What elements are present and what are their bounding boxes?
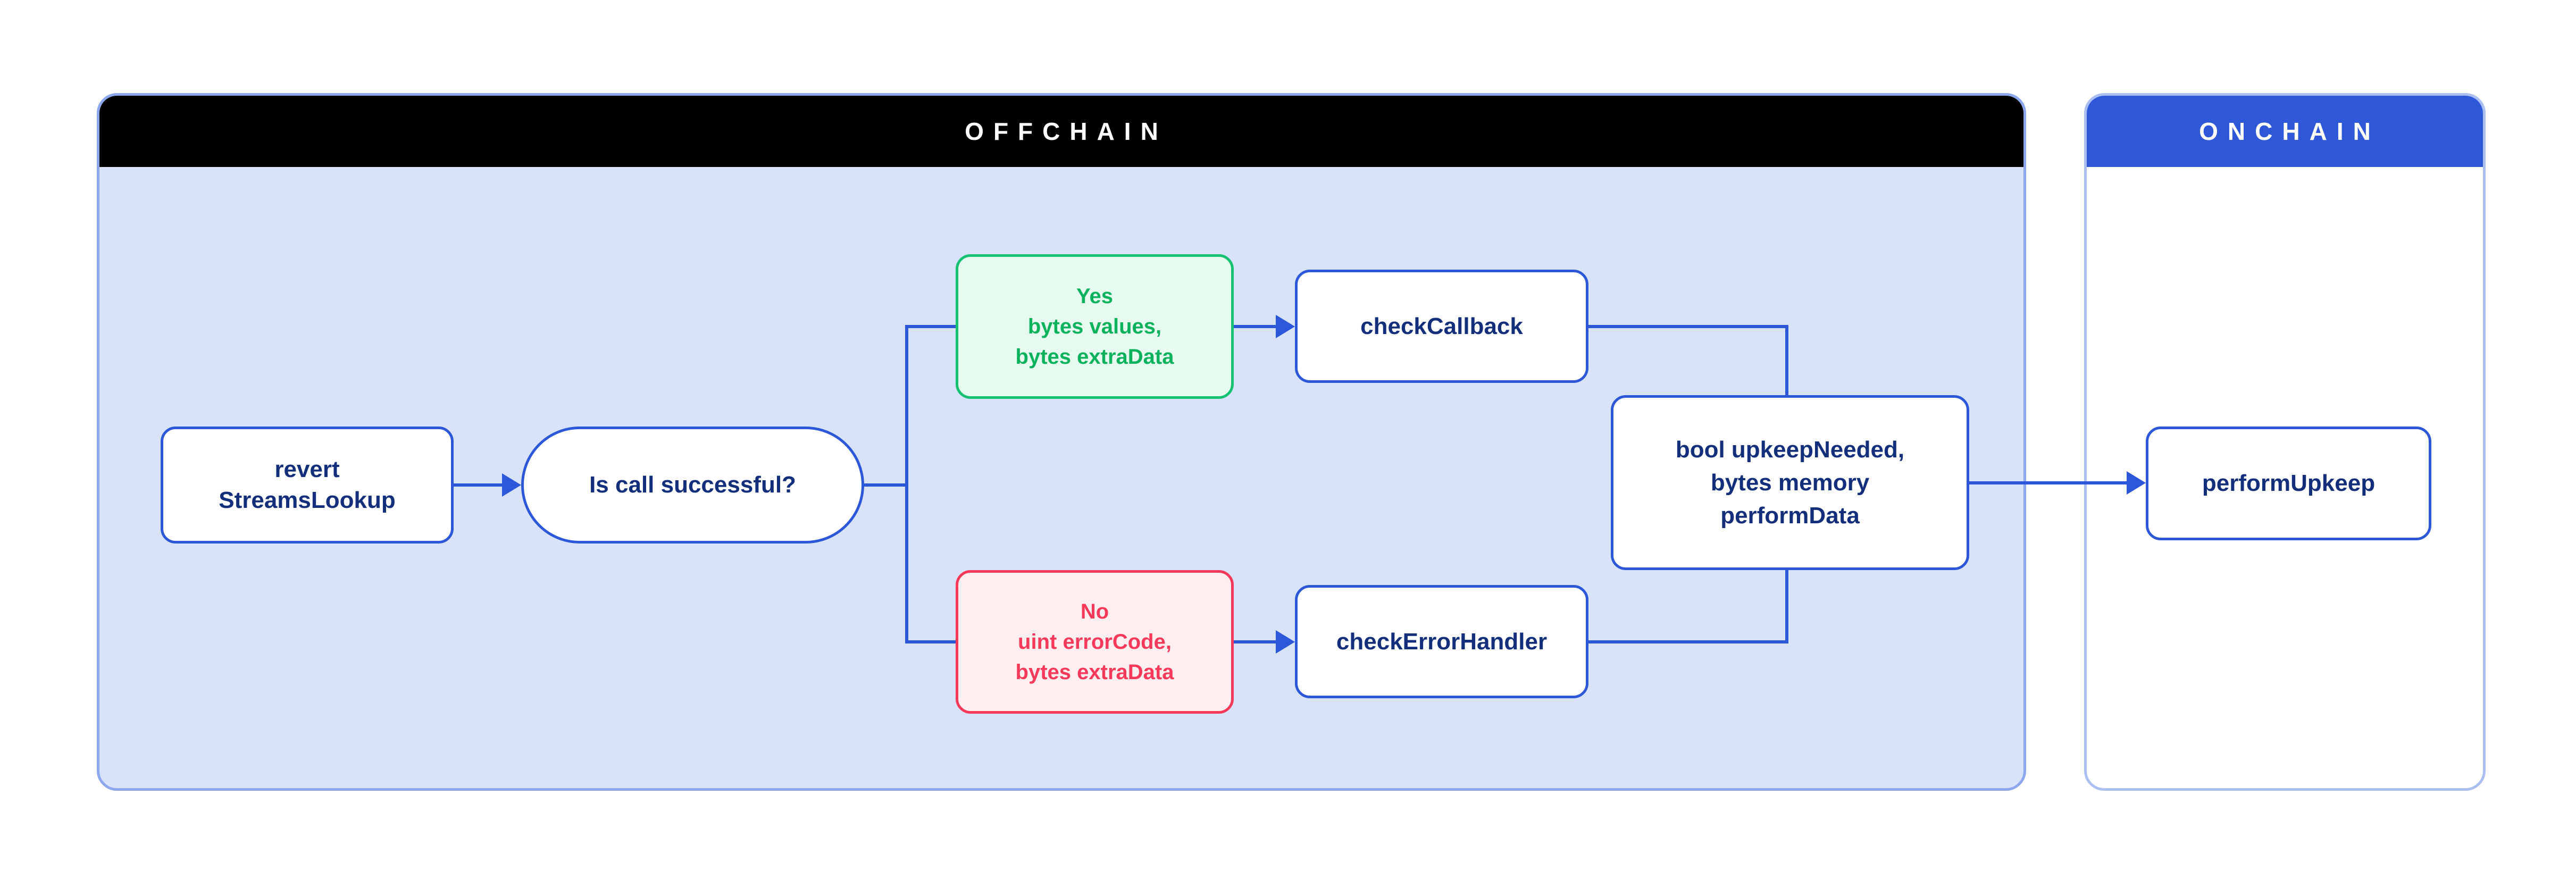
node-label-line: checkCallback <box>1360 313 1523 339</box>
branch-split-line <box>905 325 908 643</box>
node-check-callback: checkCallback <box>1295 270 1588 383</box>
arrowhead-icon <box>502 473 521 497</box>
node-label-line: No <box>1080 599 1109 623</box>
connector-revert-to-decision <box>454 483 505 487</box>
node-yes-result: Yes bytes values, bytes extraData <box>956 254 1234 399</box>
node-label-line: checkErrorHandler <box>1336 628 1548 655</box>
onchain-title: ONCHAIN <box>2199 118 2380 145</box>
connector-checkcallback-down <box>1785 325 1788 397</box>
node-label-line: StreamsLookup <box>219 487 396 513</box>
node-label-line: bool upkeepNeeded, <box>1675 436 1905 463</box>
arrowhead-icon <box>2127 471 2146 495</box>
node-label-line: performUpkeep <box>2202 470 2376 496</box>
node-no-result: No uint errorCode, bytes extraData <box>956 570 1234 714</box>
node-revert-streams-lookup: revert StreamsLookup <box>161 427 454 544</box>
node-label-line: bytes extraData <box>1015 345 1174 369</box>
arrowhead-icon <box>1276 630 1295 654</box>
node-perform-upkeep: performUpkeep <box>2146 427 2431 540</box>
connector-upkeep-to-performupkeep <box>1969 481 2128 484</box>
onchain-header: ONCHAIN <box>2087 96 2483 167</box>
offchain-header: OFFCHAIN <box>99 96 2023 167</box>
connector-checkerrorhandler-right <box>1587 640 1788 643</box>
connector-checkerrorhandler-up <box>1785 568 1788 643</box>
node-label-line: performData <box>1720 502 1860 529</box>
connector-decision-to-split <box>864 483 908 487</box>
offchain-title: OFFCHAIN <box>965 118 1168 145</box>
node-label-line: revert <box>274 456 340 482</box>
node-is-call-successful: Is call successful? <box>521 427 864 544</box>
node-label-line: bytes extraData <box>1015 660 1174 684</box>
node-label-line: bytes values, <box>1027 314 1162 338</box>
node-label-line: uint errorCode, <box>1018 630 1172 654</box>
connector-split-to-no <box>905 640 956 643</box>
connector-no-to-checkerrorhandler <box>1234 640 1279 643</box>
node-label-line: Is call successful? <box>589 472 796 498</box>
node-label-line: Yes <box>1076 284 1113 308</box>
connector-yes-to-checkcallback <box>1234 325 1279 328</box>
node-upkeep-result: bool upkeepNeeded, bytes memory performD… <box>1611 395 1969 570</box>
connector-split-to-yes <box>905 325 956 328</box>
connector-checkcallback-right <box>1587 325 1788 328</box>
node-check-error-handler: checkErrorHandler <box>1295 585 1588 698</box>
arrowhead-icon <box>1276 315 1295 338</box>
node-label-line: bytes memory <box>1710 469 1870 496</box>
